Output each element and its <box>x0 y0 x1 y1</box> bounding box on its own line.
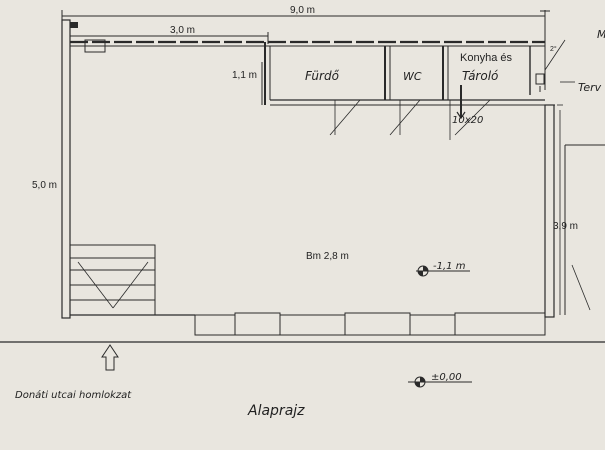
left-depth-label: 5,0 m <box>32 180 57 191</box>
level-marker-ground-icon <box>408 376 472 388</box>
angle-label: 2° <box>550 45 557 53</box>
room-label-kitchen-line1: Konyha és <box>460 52 512 64</box>
room-label-wc: WC <box>403 70 422 83</box>
room-label-kitchen-line2: Tároló <box>462 69 498 83</box>
total-width-label: 9,0 m <box>290 5 315 16</box>
right-label-1: M <box>597 28 605 41</box>
floor-level-label: -1,1 m <box>433 261 466 272</box>
main-room-label: Bm 2,8 m <box>306 251 349 262</box>
room-label-bathroom: Fürdő <box>305 69 340 83</box>
ground-level-label: ±0,00 <box>431 372 462 383</box>
right-depth-label: 3,9 m <box>553 221 578 232</box>
opening-size-label: 10x20 <box>452 115 483 126</box>
level-marker-floor-icon <box>416 265 470 277</box>
right-label-2: Terv <box>578 81 602 94</box>
left-width-label: 3,0 m <box>170 25 195 36</box>
strip-depth-label: 1,1 m <box>232 70 257 81</box>
street-facade-label: Donáti utcai homlokzat <box>15 389 132 401</box>
walls <box>0 19 605 371</box>
drawing-title: Alaprajz <box>247 403 305 419</box>
